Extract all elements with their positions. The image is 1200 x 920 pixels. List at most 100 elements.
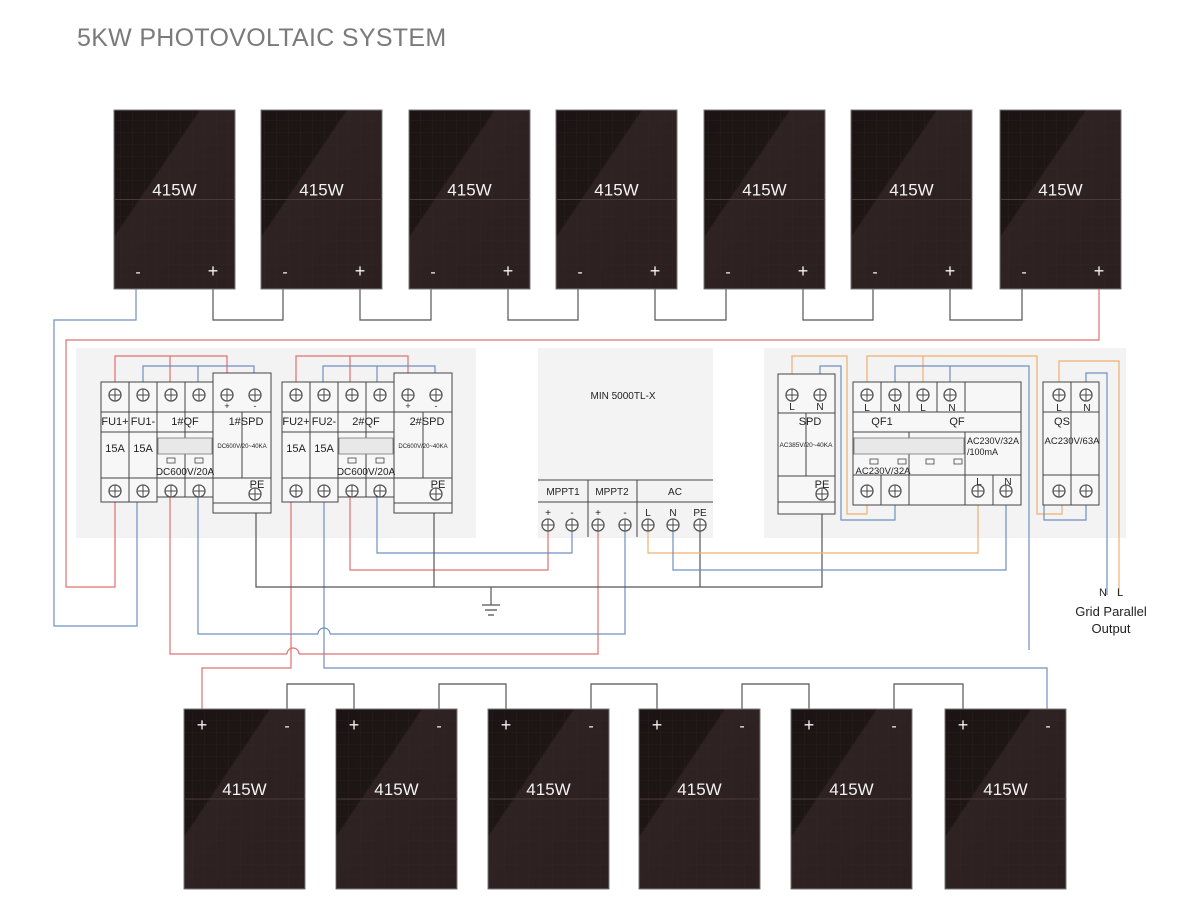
grid-output-label-line2: Output (1091, 621, 1130, 636)
terminal-screw-icon (1052, 388, 1066, 402)
fuse-neg-name: FU1- (131, 416, 156, 428)
panel-positive-terminal-label: + (503, 261, 514, 281)
solar-panel: 415W-+ (260, 109, 383, 290)
inverter-model-label: MIN 5000TL-X (590, 391, 655, 402)
series-link-top (949, 289, 1023, 321)
fuse-holder-neg (128, 381, 158, 503)
ground-bus-wire (255, 492, 823, 588)
qf-L-label: L (920, 403, 926, 414)
panel-positive-terminal-label: + (804, 715, 815, 735)
inverter-terminal-screw-icon (541, 518, 555, 532)
indicator (194, 457, 204, 464)
fu1-spd-pos-link (114, 355, 228, 385)
panel-negative-terminal-label: - (1045, 718, 1050, 735)
spd-neg-label: - (435, 401, 438, 411)
inverter-terminal-screw-icon (618, 518, 632, 532)
solar-panel: 415W-+ (113, 109, 236, 290)
inverter-L-to-qf-wire (647, 492, 979, 554)
inverter-terminal-label: - (570, 508, 573, 519)
terminal-screw-icon (401, 388, 415, 402)
inverter-terminal-screw-icon (565, 518, 579, 532)
terminal-screw-icon (1052, 484, 1066, 498)
terminal-screw-icon (317, 484, 331, 498)
terminal-screw-icon (220, 388, 234, 402)
inverter-terminal-label: L (645, 508, 651, 519)
spd-L-label: L (789, 402, 795, 413)
indicator (347, 457, 357, 464)
inverter-section-mppt1: MPPT1 (546, 487, 580, 498)
terminal-screw-icon (860, 388, 874, 402)
panel-negative-terminal-label: - (135, 264, 140, 281)
solar-panel: 415W - + (999, 109, 1122, 290)
indicator (375, 457, 385, 464)
inverter-N-to-qf-wire (672, 492, 1007, 571)
qs-name: QS (1054, 416, 1070, 428)
terminal-screw-icon (317, 388, 331, 402)
fuse-neg-rating: 15A (133, 443, 153, 455)
panel-positive-terminal-label: + (650, 261, 661, 281)
terminal-screw-icon (108, 388, 122, 402)
inverter-section-mppt2: MPPT2 (595, 487, 629, 498)
indicator (166, 457, 176, 464)
qf1-L-label: L (864, 403, 870, 414)
fuse-pos-rating: 15A (105, 443, 125, 455)
inverter-terminal-label: + (545, 508, 551, 519)
inverter-terminal-label: PE (693, 508, 707, 519)
breaker-name: 2#QF (352, 416, 380, 428)
string2-positive-wire (201, 497, 292, 709)
panel-positive-terminal-label: + (1094, 261, 1105, 281)
series-link-top (802, 289, 874, 321)
panel-negative-terminal-label: - (284, 718, 289, 735)
qs-L-label: L (1056, 403, 1062, 414)
qs-L-out-wire (1058, 360, 1120, 595)
panel-positive-terminal-label: + (652, 715, 663, 735)
indicator (897, 458, 907, 465)
spd-N-link (819, 365, 896, 521)
inverter-body (538, 348, 713, 538)
panel-negative-terminal-label: - (577, 264, 582, 281)
panel-power-label: 415W (829, 780, 873, 799)
spd-name: 1#SPD (229, 416, 264, 428)
qs-N-out-wire (1085, 372, 1108, 595)
terminal-screw-icon (192, 388, 206, 402)
spd-pos-label: + (224, 401, 229, 411)
panel-negative-terminal-label: - (1021, 264, 1026, 281)
terminal-screw-icon (971, 484, 985, 498)
inverter-section-ac: AC (668, 487, 682, 498)
spd-rating: DC600V/20~40KA (398, 444, 447, 450)
output-N-label: N (1099, 587, 1107, 599)
series-link-bottom (741, 683, 810, 709)
solar-panel: 415W + - (790, 708, 913, 890)
terminal-screw-icon (248, 388, 262, 402)
breaker-toggle-handle (853, 437, 965, 455)
qs-rating: AC230V/63A (1045, 436, 1101, 447)
spd-N-label: N (816, 402, 823, 413)
terminal-screw-icon (345, 484, 359, 498)
terminal-screw-icon (815, 487, 829, 501)
series-link-top (212, 289, 284, 321)
spd-pe-label: PE (250, 479, 265, 491)
panel-positive-terminal-label: + (945, 261, 956, 281)
terminal-screw-icon (1079, 388, 1093, 402)
terminal-screw-icon (136, 484, 150, 498)
terminal-screw-icon (860, 484, 874, 498)
panel-power-label: 415W (447, 181, 491, 200)
breaker-toggle-handle (157, 437, 213, 455)
panel-negative-terminal-label: - (282, 264, 287, 281)
panel-negative-terminal-label: - (891, 718, 896, 735)
solar-panel: 415W+- (944, 708, 1067, 890)
panel-power-label: 415W (1038, 181, 1082, 200)
indicator (869, 458, 879, 465)
terminal-screw-icon (108, 484, 122, 498)
diagram-title: 5KW PHOTOVOLTAIC SYSTEM (77, 24, 447, 52)
terminal-screw-icon (813, 388, 827, 402)
inverter-terminal-label: - (623, 508, 626, 519)
panel-power-label: 415W (222, 780, 266, 799)
panel-power-label: 415W (299, 181, 343, 200)
qf1-N-link (894, 365, 1030, 650)
inverter-terminal-screw-icon (641, 518, 655, 532)
series-link-bottom (438, 683, 507, 709)
spd-neg-label: - (254, 401, 257, 411)
series-link-top (654, 289, 727, 321)
series-link-bottom (286, 683, 355, 709)
